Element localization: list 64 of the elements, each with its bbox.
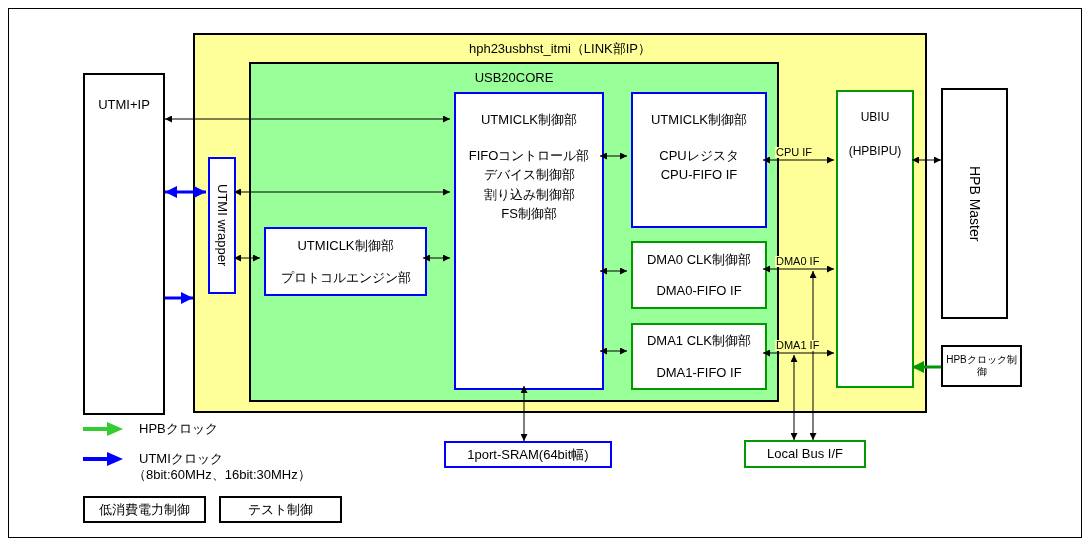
master-box (941, 88, 1008, 319)
arrow (762, 265, 835, 273)
node-label: 低消費電力制御 (99, 500, 190, 519)
node-label: テスト制御 (248, 500, 313, 519)
node-label: CPUレジスタ (659, 146, 739, 165)
edge-label: CPU IF (775, 147, 814, 158)
node-label: DMA1 CLK制御部 (647, 332, 751, 350)
arrow (165, 292, 193, 304)
node-label: FIFOコントロール部 (468, 146, 590, 165)
arrow (790, 354, 798, 441)
ip-block (193, 33, 927, 413)
node-label: HPBクロック制御 (945, 353, 1018, 379)
arrow (599, 152, 628, 160)
interface-box (836, 90, 914, 388)
process-box (631, 92, 767, 228)
wrapper-box (208, 157, 236, 294)
arrow (809, 270, 817, 441)
legend-note: （8bit:60MHz、16bit:30MHz） (133, 466, 311, 483)
node-label: DMA0 CLK制御部 (647, 250, 751, 269)
edge-label: DMA0 IF (775, 256, 821, 267)
edge-label: DMA1 IF (775, 340, 821, 351)
node-label: UTMICLK制御部 (650, 111, 748, 129)
node-label: プロトコルエンジン部 (280, 268, 411, 287)
arrow (911, 156, 942, 164)
node-label: HPB Master (966, 165, 984, 242)
node-label: 割り込み制御部 (483, 185, 575, 204)
legend-label: UTMIクロック (139, 450, 224, 467)
arrow (599, 347, 628, 355)
node-label: UTMICLK制御部 (297, 237, 394, 255)
arrow (762, 156, 835, 164)
node-label: hph23usbhst_itmi（LINK部IP） (468, 40, 652, 58)
node-label: デバイス制御部 (483, 166, 575, 184)
bus-box (744, 440, 866, 468)
node-label: UTMI wrapper (213, 184, 231, 267)
node-label: Local Bus I/F (767, 445, 843, 464)
process-box (631, 241, 767, 309)
node-label: USB20CORE (474, 69, 554, 87)
arrow (233, 254, 261, 262)
arrow (520, 385, 528, 442)
arrow (164, 115, 451, 123)
node-label: (HPBIPU) (848, 143, 902, 160)
process-box (631, 323, 767, 390)
arrow (233, 188, 451, 196)
control-box (219, 496, 342, 523)
arrow (422, 254, 451, 262)
arrow (599, 267, 628, 275)
process-box (264, 227, 427, 296)
node-label: UTMI+IP (98, 96, 150, 114)
arrow (165, 186, 206, 198)
legend-label: HPBクロック (139, 420, 219, 437)
control-box (83, 496, 206, 523)
node-label: DMA1-FIFO IF (656, 363, 742, 382)
node-label: DMA0-FIFO IF (656, 282, 742, 300)
node-label: CPU-FIFO IF (660, 166, 738, 184)
memory-box (444, 441, 612, 468)
arrow (762, 349, 835, 357)
node-label: FS制御部 (501, 205, 557, 223)
arrow (912, 361, 941, 373)
node-label: UTMICLK制御部 (480, 111, 578, 129)
node-label: UBIU (860, 109, 890, 126)
process-box (454, 92, 604, 390)
module-box (83, 73, 165, 415)
clock-box (941, 345, 1022, 387)
node-label: 1port-SRAM(64bit幅) (467, 445, 589, 464)
